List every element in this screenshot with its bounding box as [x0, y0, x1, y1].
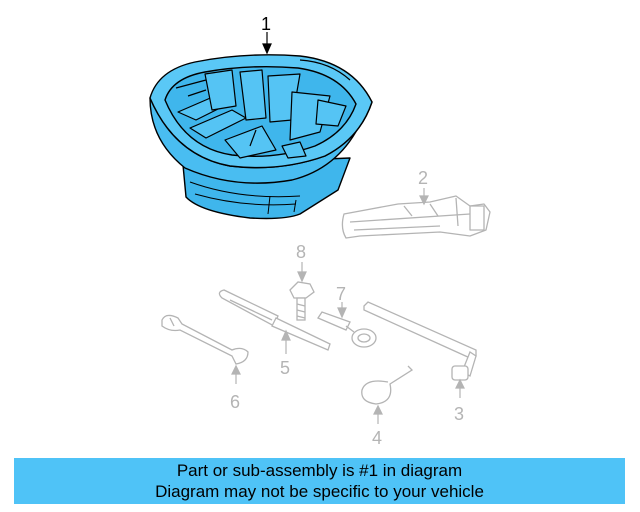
callout-3-arrow [455, 378, 465, 398]
part-8-bolt[interactable] [289, 281, 315, 321]
parts-diagram: 1 2 8 7 5 [149, 14, 491, 448]
callout-4-arrow [373, 404, 383, 424]
callout-8-arrow [297, 262, 307, 283]
callout-7-label: 7 [336, 284, 346, 304]
part-3-lug-wrench[interactable] [363, 301, 477, 381]
part-6-wrench[interactable] [161, 314, 249, 365]
callout-2-arrow [419, 188, 429, 206]
callout-4-label: 4 [372, 428, 382, 448]
part-4-wire-hook[interactable] [361, 365, 414, 405]
part-1-tool-tray[interactable] [149, 54, 373, 220]
callout-6-arrow [231, 364, 241, 384]
info-banner: Part or sub-assembly is #1 in diagram Di… [14, 458, 625, 504]
part-2-jack[interactable] [341, 195, 491, 239]
part-5-screwdriver[interactable] [218, 289, 331, 351]
banner-line-1: Part or sub-assembly is #1 in diagram [176, 461, 463, 480]
banner-line-2: Diagram may not be specific to your vehi… [155, 482, 484, 501]
callout-8-label: 8 [296, 242, 306, 262]
callout-5-arrow [281, 329, 291, 354]
part-7-tow-hook[interactable] [317, 311, 377, 348]
callout-7-arrow [337, 302, 347, 319]
callout-2-label: 2 [418, 168, 428, 188]
callout-6-label: 6 [230, 392, 240, 412]
callout-1-label: 1 [261, 14, 271, 34]
callout-1-arrow [262, 32, 272, 55]
callout-3-label: 3 [454, 404, 464, 424]
callout-5-label: 5 [280, 358, 290, 378]
